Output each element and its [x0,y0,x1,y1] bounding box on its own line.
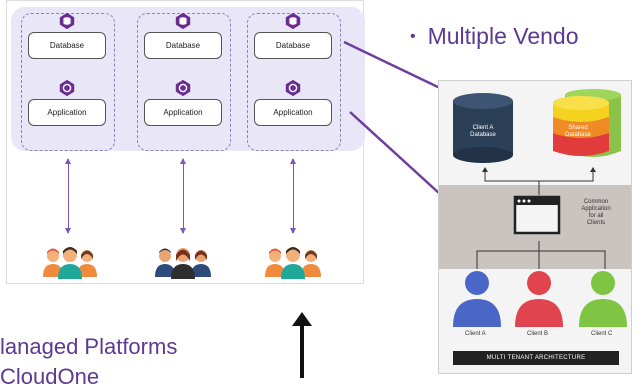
users-group-icon [265,247,321,279]
tenant-stack-2: Database Application [137,12,231,151]
shared-database-icon [553,89,621,157]
client-c-user-icon [579,271,627,327]
bullet-point: • [410,28,416,45]
client-b-label: Client B [527,331,549,337]
multi-tenant-footer: MULTI TENANT ARCHITECTURE [453,351,619,365]
users-group-icon [43,247,97,279]
database-box: Database [254,32,332,59]
database-badge-icon [59,12,75,30]
tenant-stack-1: Database Application [21,12,115,151]
client-a-database-label: Client A Database [470,125,496,138]
client-c-label: Client C [591,331,613,337]
multi-tenant-diagram: Client A Database Shared Database Common… [438,80,632,374]
application-box: Application [28,99,106,126]
connection-arrow [290,158,296,234]
application-window-icon [513,195,561,235]
up-arrow-icon [292,312,312,378]
client-a-label: Client A [465,331,486,337]
heading-text: Multiple Vendo [427,23,579,49]
cloudone-text: CloudOne [0,364,100,389]
common-application-label: Common Application for all Clients [581,199,611,226]
tenant-stack-3: Database Application [247,12,341,151]
application-box: Application [144,99,222,126]
connection-arrow [65,158,71,234]
application-badge-icon [285,79,301,97]
application-badge-icon [175,79,191,97]
database-box: Database [28,32,106,59]
database-badge-icon [175,12,191,30]
connection-arrow [180,158,186,234]
users-group-icon [155,248,211,279]
application-box: Application [254,99,332,126]
vendor-background [11,7,365,151]
shared-database-label: Shared Database [565,125,591,138]
database-box: Database [144,32,222,59]
database-badge-icon [285,12,301,30]
single-tenant-diagram: Database Application Database Applicatio… [6,0,365,284]
db-connector-lines [482,167,596,195]
client-b-user-icon [515,271,563,327]
zoom-connector-lines [343,40,441,195]
multiple-vendors-heading: • Multiple Vendo [410,23,579,50]
client-a-user-icon [453,271,501,327]
client-connector-lines [476,241,606,269]
client-a-database-icon [453,93,513,163]
managed-platforms-text: lanaged Platforms [0,334,178,359]
application-badge-icon [59,79,75,97]
